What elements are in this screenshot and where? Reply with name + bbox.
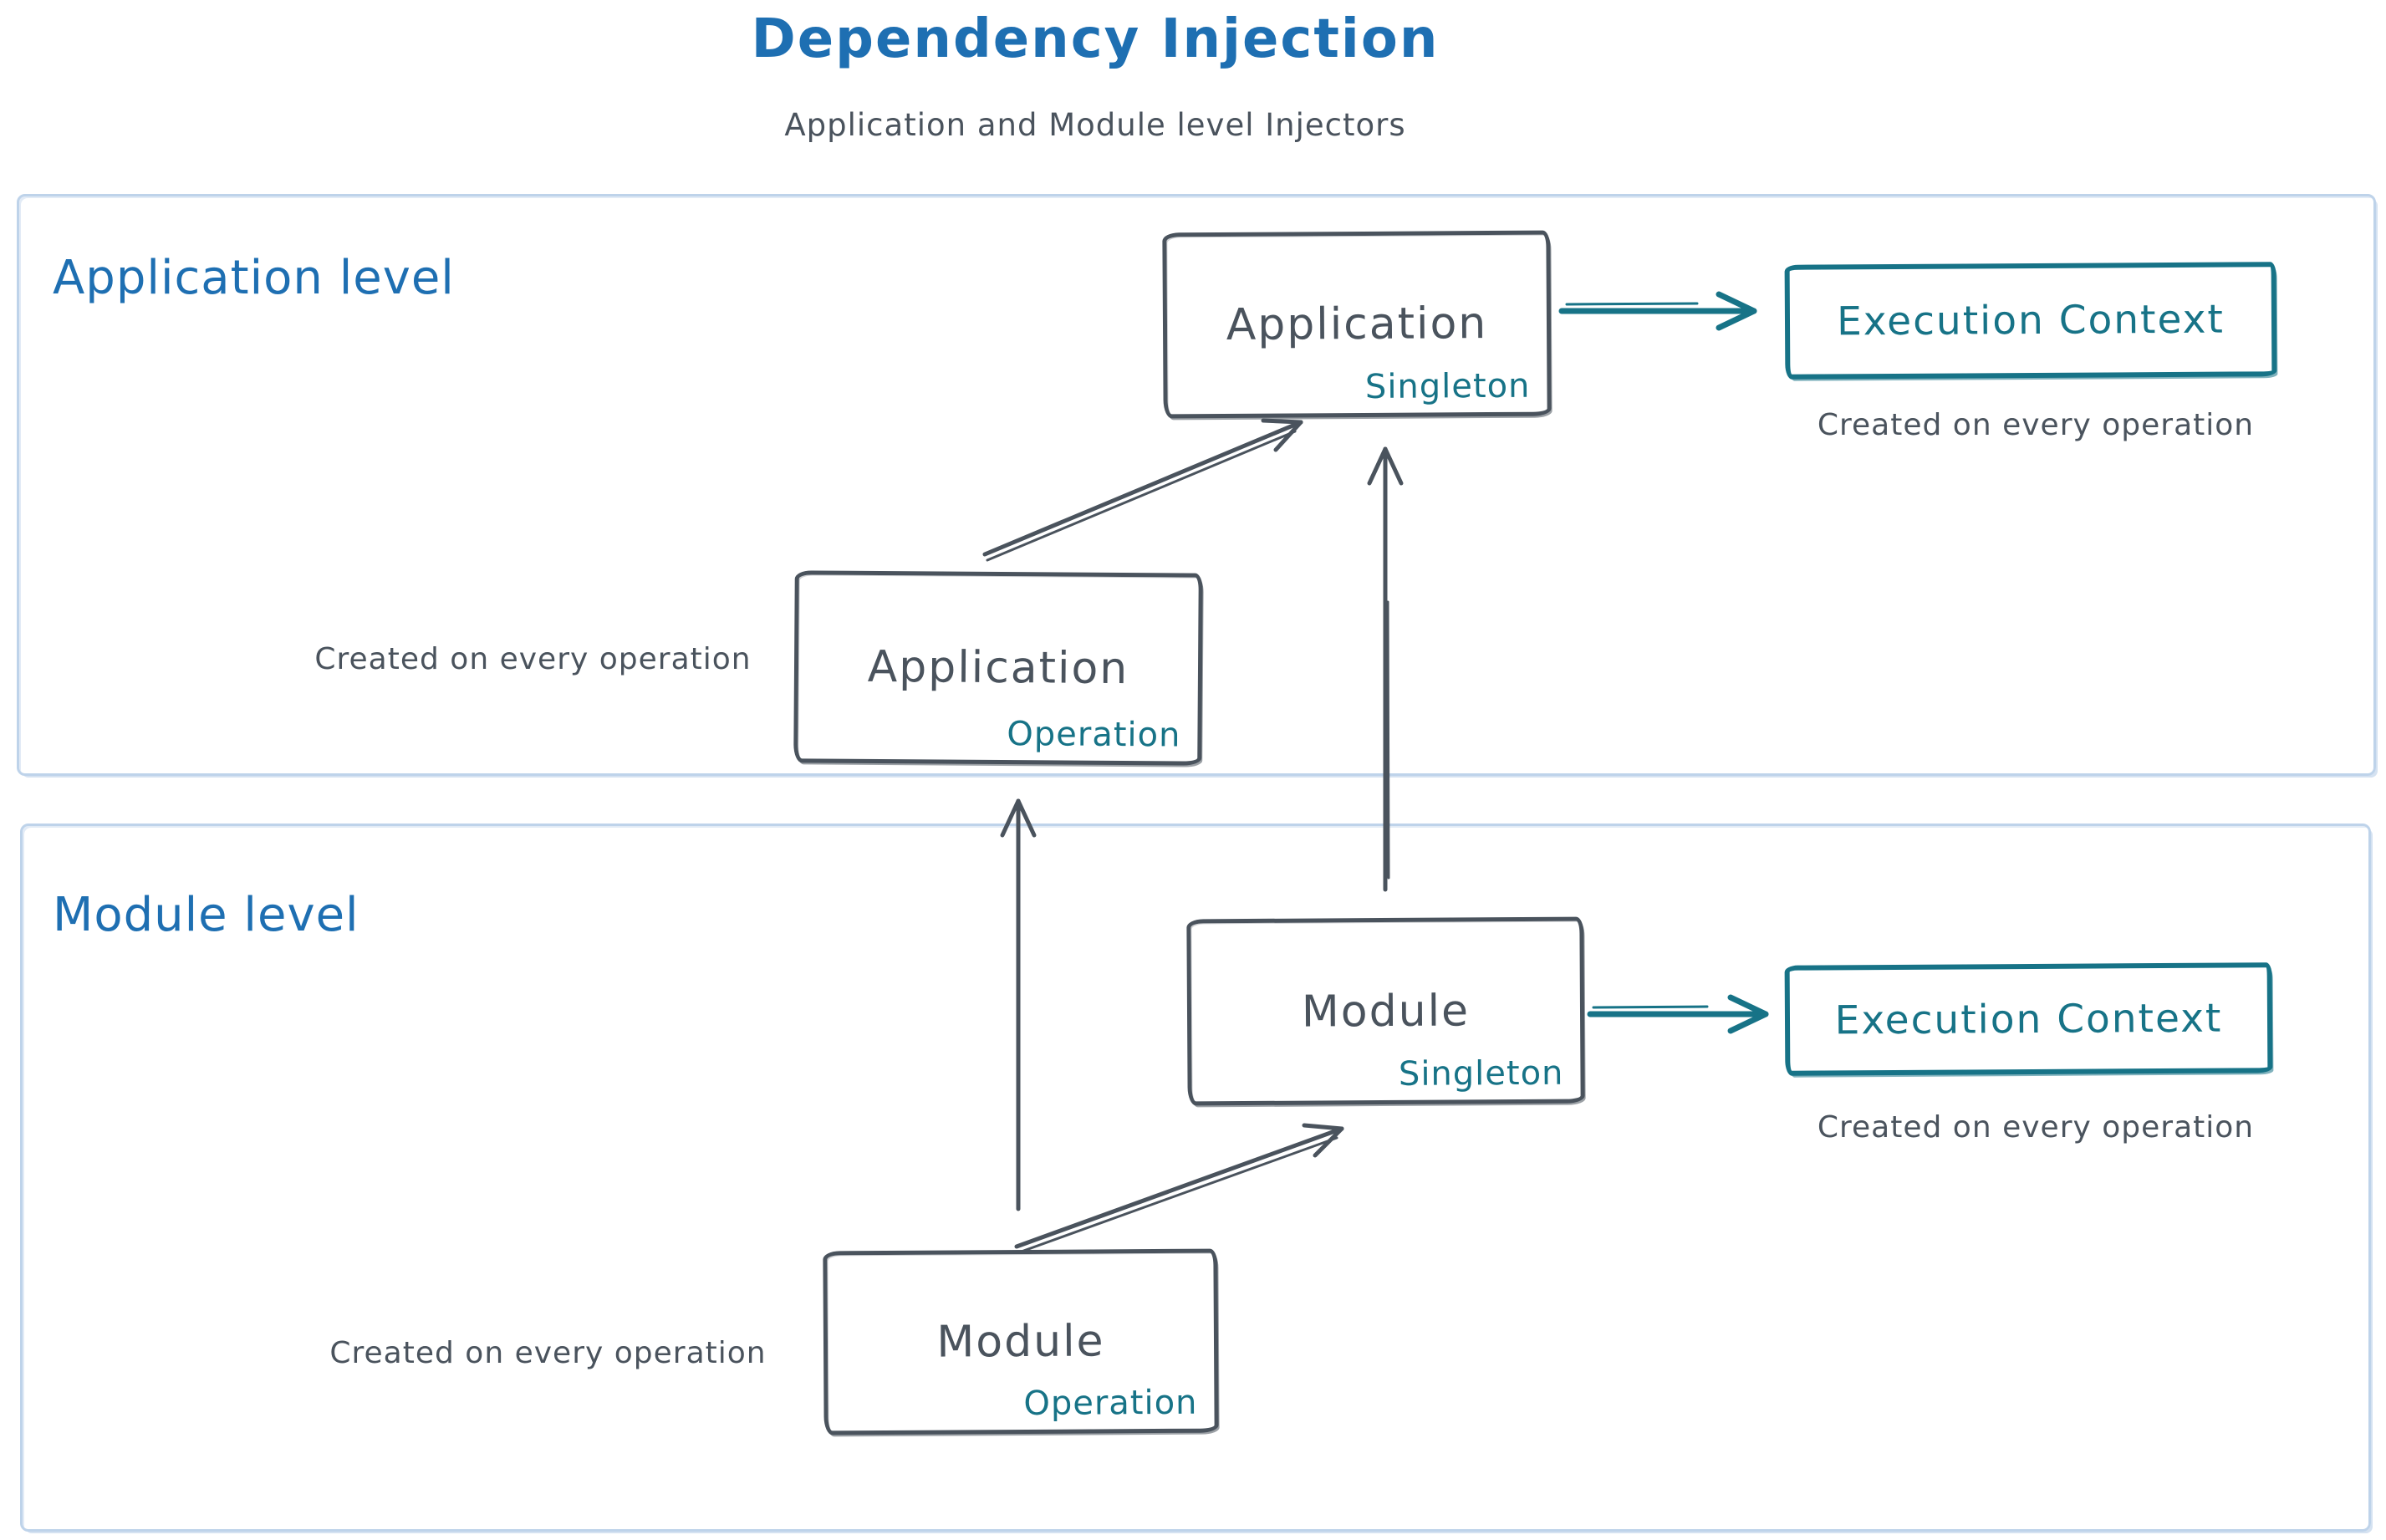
module-singleton-box: Module Singleton (1186, 916, 1585, 1106)
application-level-container (17, 194, 2376, 776)
application-level-label: Application level (53, 251, 455, 305)
module-level-label: Module level (53, 888, 359, 942)
application-singleton-box: Application Singleton (1162, 230, 1552, 419)
module-singleton-scope: Singleton (1398, 1053, 1564, 1094)
module-operation-scope: Operation (1023, 1383, 1198, 1423)
application-operation-scope: Operation (1007, 715, 1181, 755)
module-operation-caption: Created on every operation (329, 1336, 767, 1370)
diagram-title: Dependency Injection (751, 8, 1440, 70)
module-execution-context-caption: Created on every operation (1817, 1110, 2255, 1145)
application-execution-context-label: Execution Context (1836, 296, 2225, 345)
module-level-container (20, 824, 2371, 1532)
application-execution-context-caption: Created on every operation (1817, 408, 2255, 442)
module-operation-box: Module Operation (823, 1248, 1219, 1435)
application-execution-context-box: Execution Context (1784, 262, 2277, 380)
application-operation-box: Application Operation (793, 570, 1203, 766)
application-singleton-scope: Singleton (1364, 366, 1531, 406)
module-execution-context-box: Execution Context (1784, 962, 2273, 1076)
module-execution-context-label: Execution Context (1834, 995, 2223, 1043)
diagram-subtitle: Application and Module level Injectors (784, 107, 1406, 143)
application-operation-caption: Created on every operation (314, 642, 752, 676)
